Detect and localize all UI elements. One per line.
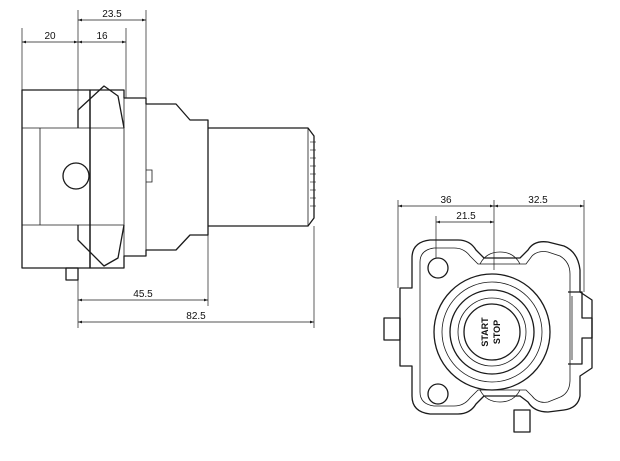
button-label: START STOP <box>480 317 502 347</box>
front-hole-bottom <box>427 383 449 405</box>
front-ring-3 <box>449 289 535 375</box>
dim-label-bottom-long: 82.5 <box>186 311 206 322</box>
side-mounting-hole <box>62 162 90 190</box>
dim-label-left-top: 20 <box>44 31 56 42</box>
dim-label-bottom-short: 45.5 <box>133 289 153 300</box>
start-stop-button[interactable] <box>463 303 521 361</box>
front-flange <box>419 247 571 407</box>
button-label-stop: STOP <box>492 320 502 344</box>
front-latch-top <box>479 251 521 265</box>
side-view: 23.5 20 16 45.5 82.5 <box>21 9 316 328</box>
dim-label-left: 36 <box>440 195 452 206</box>
side-terminal-stub <box>65 267 79 281</box>
side-housing <box>89 89 209 269</box>
front-ring-4 <box>457 297 527 367</box>
side-dims-top: 23.5 20 16 <box>21 9 147 126</box>
side-flange-top <box>77 85 125 129</box>
button-label-start: START <box>480 317 490 347</box>
dim-label-overall-top: 23.5 <box>102 9 122 20</box>
side-dims-bottom: 45.5 82.5 <box>77 226 315 328</box>
front-ring-2 <box>441 281 543 383</box>
side-clip <box>146 169 153 183</box>
dim-label-right: 32.5 <box>528 195 548 206</box>
front-latch-bottom <box>479 389 521 403</box>
dim-label-inner: 21.5 <box>456 211 476 222</box>
side-cylinder-knurl <box>310 141 316 207</box>
front-view: START STOP 36 32.5 21.5 <box>383 195 593 433</box>
side-flange-bottom <box>77 224 125 267</box>
front-terminal-stub <box>513 409 531 433</box>
front-hole-top <box>427 257 449 279</box>
side-cylinder <box>208 127 315 227</box>
front-plate <box>399 239 593 415</box>
front-left-tab <box>383 317 401 341</box>
dim-label-inner-top: 16 <box>96 31 108 42</box>
front-dims: 36 32.5 21.5 <box>397 195 585 292</box>
front-right-clip <box>568 291 593 365</box>
front-ring-outer <box>433 273 551 391</box>
